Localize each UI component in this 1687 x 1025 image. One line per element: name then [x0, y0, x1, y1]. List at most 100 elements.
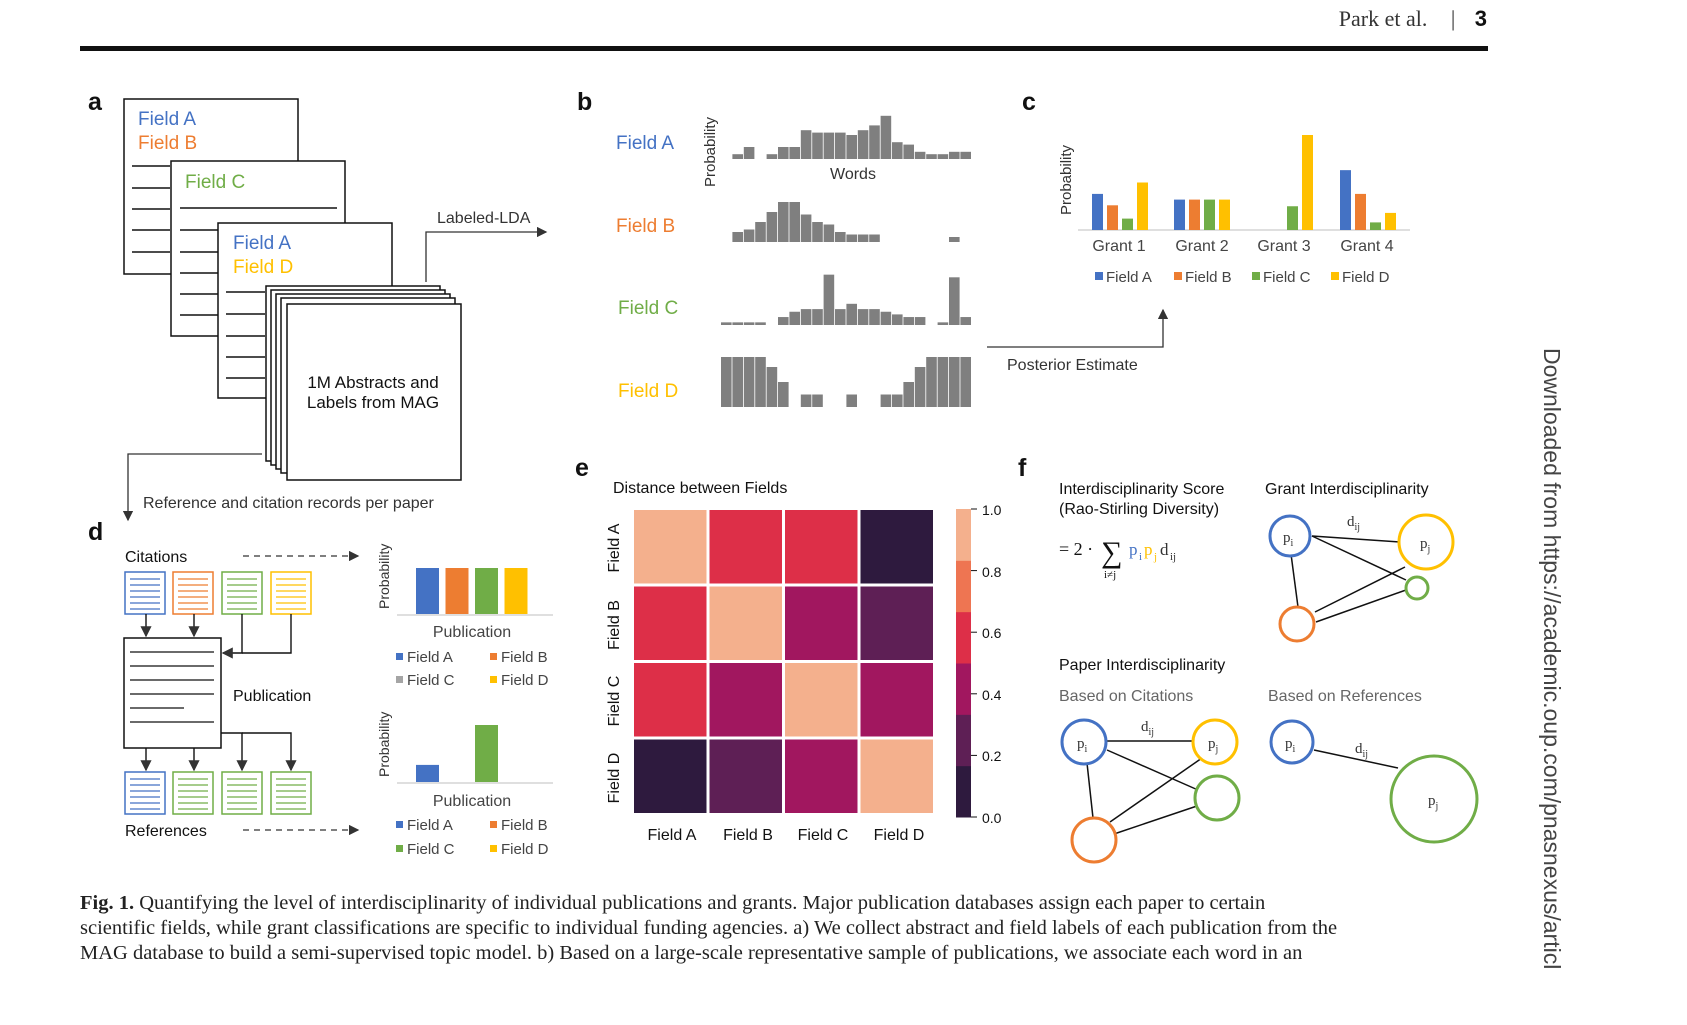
hist-bar-0-18	[926, 154, 937, 159]
c-legend-c: Field C	[1263, 269, 1311, 286]
reference-doc-1	[172, 771, 214, 815]
reference-records-label: Reference and citation records per paper	[143, 495, 435, 512]
doc3-label-field-a: Field A	[233, 233, 291, 254]
grant-pi-p: p	[1283, 530, 1291, 546]
grant-3-label: Grant 3	[1257, 238, 1310, 255]
reference-pi-p: p	[1285, 736, 1293, 752]
hist-bar-3-16	[903, 382, 914, 407]
hist-bar-3-20	[949, 357, 960, 407]
reference-pj-sub: j	[1435, 801, 1439, 812]
reference-node-pi	[1269, 719, 1315, 765]
doc2-label-field-c: Field C	[185, 172, 245, 193]
b-xlabel: Words	[830, 166, 876, 183]
heatmap-col-label-a: Field A	[648, 827, 697, 844]
hist-bar-3-1	[732, 357, 743, 407]
colorbar-segment-4	[956, 560, 971, 613]
colorbar-tick-0: 0.0	[982, 810, 1002, 826]
grant-3-bar-3	[1302, 135, 1313, 230]
hist-bar-0-15	[892, 142, 903, 159]
figure-caption: Fig. 1. Quantifying the level of interdi…	[80, 891, 1500, 966]
citation-doc-0	[124, 571, 166, 615]
heatmap	[634, 510, 933, 813]
grant-4-bar-0	[1340, 170, 1351, 230]
panel-label-f: f	[1018, 454, 1027, 482]
d2-legend-c: Field C	[407, 841, 455, 858]
reference-pi-label: pi	[1285, 736, 1296, 755]
d1-legend-c: Field C	[407, 672, 455, 689]
citation-doc-3	[270, 571, 312, 615]
colorbar-tick-5: 1.0	[982, 502, 1002, 518]
hist-bar-2-14	[880, 311, 892, 325]
d1-bar-3	[504, 568, 528, 614]
heatmap-cell-3-2	[785, 739, 858, 813]
hist-bar-1-13	[869, 234, 880, 242]
reference-doc-0	[124, 771, 166, 815]
d-chart-references	[416, 725, 498, 782]
caption-label: Fig. 1.	[80, 892, 135, 914]
rao-stirling-formula: = 2 · ∑ i≠j p i p j d ij	[1059, 536, 1176, 581]
b-label-field-b: Field B	[616, 216, 675, 237]
hist-bar-1-6	[789, 202, 800, 242]
heatmap-cell-1-3	[860, 586, 933, 660]
grant-2-label: Grant 2	[1175, 238, 1228, 255]
grant-4-bar-2	[1370, 222, 1381, 230]
hist-bar-3-2	[743, 357, 755, 407]
header-rule	[80, 46, 1488, 51]
based-on-citations-label: Based on Citations	[1059, 688, 1193, 705]
colorbar-tick-3: 0.6	[982, 625, 1002, 641]
grant-bars	[1092, 135, 1396, 230]
formula-pi: p	[1129, 540, 1138, 559]
header-separator: |	[1450, 6, 1456, 31]
reference-dij-label: dij	[1355, 741, 1368, 760]
formula-d-sub: ij	[1170, 551, 1176, 563]
b-ylabel: Probability	[702, 116, 719, 187]
heatmap-cell-0-0	[634, 510, 707, 584]
hist-bar-2-17	[914, 317, 926, 325]
hist-bar-3-8	[812, 394, 823, 407]
grant-1-bar-1	[1107, 205, 1118, 230]
grant-interdisciplinarity-title: Grant Interdisciplinarity	[1265, 481, 1429, 498]
reference-arrow	[122, 453, 262, 522]
hist-bar-1-9	[823, 224, 835, 242]
hist-bar-3-19	[937, 357, 949, 407]
grant-pj-sub: j	[1427, 544, 1431, 555]
citation-node-pi	[1060, 718, 1108, 766]
citation-pi-p: p	[1077, 736, 1085, 752]
hist-bar-2-19	[937, 322, 949, 325]
hist-bar-0-6	[789, 147, 800, 159]
heatmap-cell-2-3	[860, 663, 933, 737]
hist-bar-0-2	[743, 147, 755, 159]
hist-bar-3-7	[800, 394, 812, 407]
hist-bar-0-20	[949, 151, 960, 159]
formula-sum: ∑	[1101, 536, 1122, 569]
heatmap-title: Distance between Fields	[613, 480, 787, 497]
d-chart1-legend: Field A Field B Field C Field D	[396, 649, 549, 689]
d-chart1-xlabel: Publication	[433, 624, 511, 641]
citation-node-b	[1070, 816, 1118, 864]
lda-arrow	[425, 226, 548, 282]
grant-2-bar-3	[1219, 199, 1230, 230]
citation-dij-sub: ij	[1149, 727, 1155, 738]
heatmap-cell-2-1	[709, 663, 782, 737]
d1-bar-0	[416, 568, 439, 614]
grant-dij-d: d	[1347, 514, 1355, 530]
citation-pj-label: pj	[1208, 736, 1218, 755]
stack-text-line-1: 1M Abstracts and	[307, 373, 438, 392]
hist-bar-0-7	[800, 130, 812, 159]
b-label-field-a: Field A	[616, 133, 674, 154]
hist-bar-0-16	[903, 144, 914, 159]
citation-doc-1	[172, 571, 214, 615]
colorbar-tick-2: 0.4	[982, 687, 1002, 703]
citation-node-pj	[1191, 718, 1239, 766]
hist-bar-3-5	[778, 382, 789, 407]
heatmap-cell-1-2	[785, 586, 858, 660]
figure: a b c d e f Field A Field B Field C Fiel…	[88, 88, 1479, 864]
colorbar-segment-0	[956, 765, 971, 818]
hist-bar-0-4	[766, 154, 778, 159]
header-author: Park et al.	[1338, 6, 1428, 31]
d-chart2-ylabel: Probability	[376, 712, 392, 777]
caption-line-3: MAG database to build a semi-supervised …	[80, 942, 1303, 964]
hist-bar-1-3	[755, 222, 766, 242]
d1-legend-d: Field D	[501, 672, 549, 689]
hist-bar-3-18	[926, 357, 937, 407]
